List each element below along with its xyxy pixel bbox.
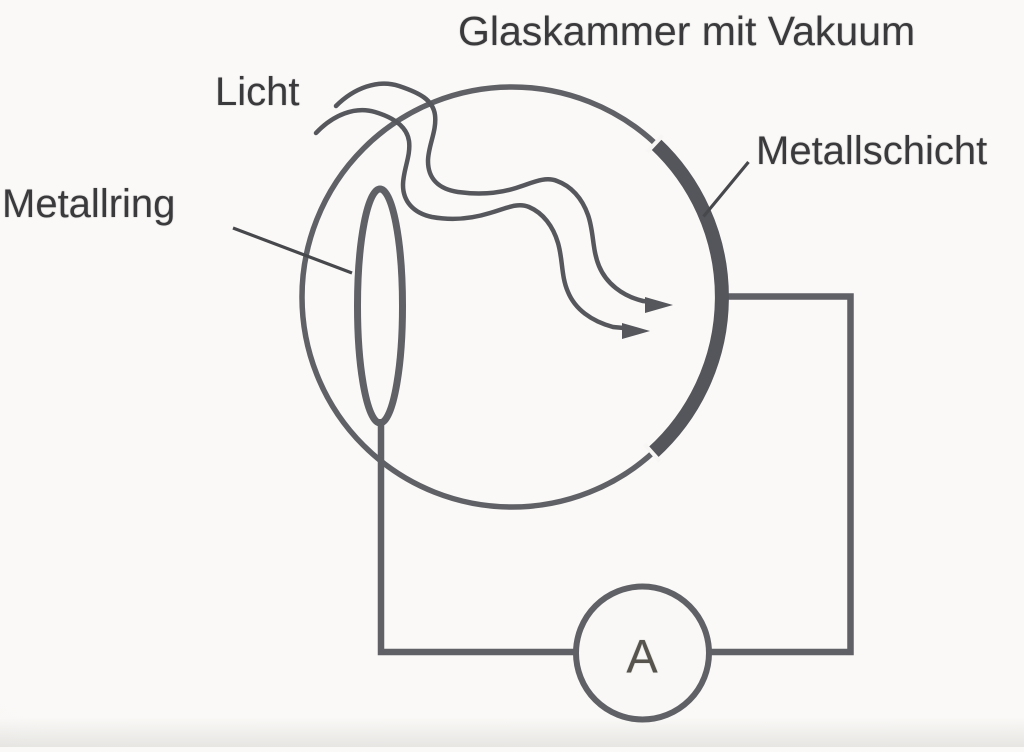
- wire-ring-to-ammeter: [377, 419, 576, 656]
- metal-layer-arc: [647, 138, 729, 459]
- metal-ring-ellipse: [354, 185, 406, 427]
- circuit-wires: [377, 293, 854, 656]
- metal-ring-label: Metallring: [2, 182, 176, 226]
- metal-ring-pointer-line: [232, 226, 353, 275]
- light-label: Licht: [215, 70, 300, 114]
- light-waves: [313, 81, 655, 331]
- metal-layer-pointer-line: [702, 160, 750, 218]
- ammeter-circle: [573, 583, 712, 723]
- layer-gap-top: [645, 134, 665, 154]
- pointer-lines: [232, 160, 750, 275]
- light-arrowhead-2: [622, 323, 650, 339]
- layer-gap-bottom: [643, 442, 662, 463]
- metal-layer-label: Metallschicht: [756, 129, 988, 173]
- chamber-title-label: Glaskammer mit Vakuum: [458, 8, 916, 54]
- wire-layer-to-ammeter: [710, 293, 854, 656]
- light-wave-2: [313, 107, 627, 331]
- metal-layer-end-gaps: [643, 134, 665, 463]
- light-wave-1: [333, 81, 655, 305]
- light-arrowhead-1: [645, 297, 673, 313]
- ammeter-letter: A: [626, 629, 658, 683]
